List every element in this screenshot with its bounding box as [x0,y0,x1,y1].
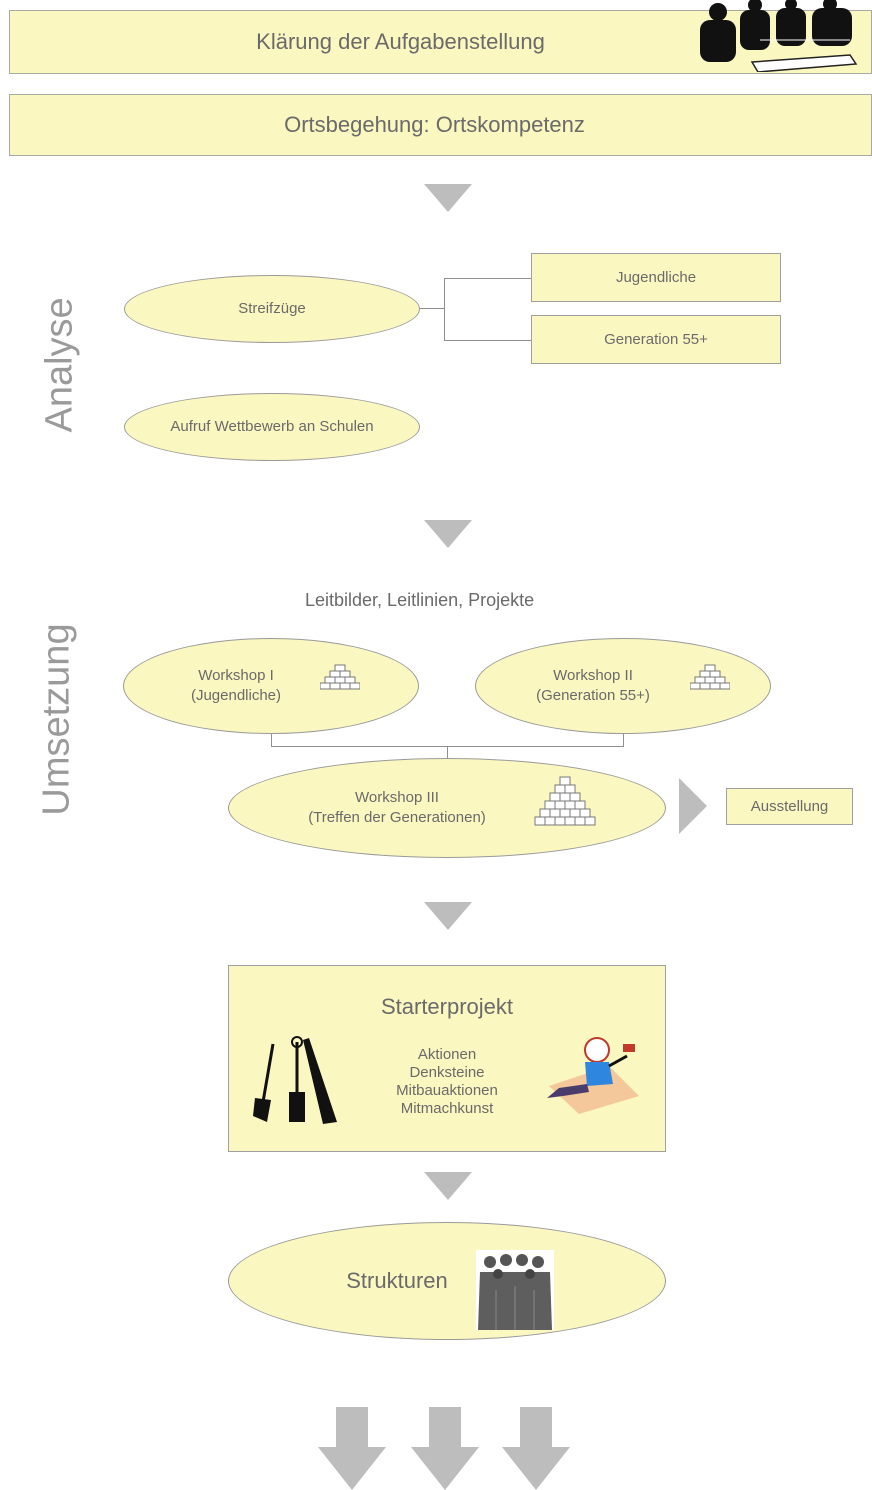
down-arrow-right [502,1407,570,1490]
meeting-people-icon [700,0,858,72]
stone-pyramid-icon-3 [530,776,600,830]
starter-item: Mitmachkunst [400,1100,494,1117]
workshop2-title: Workshop II [553,667,633,684]
jugendliche-label: Jugendliche [615,269,697,286]
generation55-label: Generation 55+ [604,331,708,348]
streifzuege-node: Streifzüge [124,275,420,343]
starter-item: Mitbauaktionen [396,1082,498,1099]
connector-ws2-down [623,734,624,746]
site-visit-bar: Ortsbegehung: Ortskompetenz [9,94,872,156]
down-arrow-1 [424,184,472,212]
stone-pyramid-icon-2 [690,664,730,692]
generation55-box: Generation 55+ [531,315,781,364]
starterprojekt-box: Starterprojekt Aktionen Denksteine Mitba… [228,965,666,1152]
streifzuege-label: Streifzüge [238,300,306,317]
workshop1-title: Workshop I [198,667,274,684]
group-people-icon [476,1250,554,1330]
aufruf-label: Aufruf Wettbewerb an Schulen [170,418,374,435]
tools-icon [251,1034,341,1126]
clarification-label: Klärung der Aufgabenstellung [256,29,545,54]
stone-pyramid-icon-1 [320,664,360,692]
umsetzung-side-label: Umsetzung [35,623,78,816]
umsetzung-heading: Leitbilder, Leitlinien, Projekte [305,590,535,610]
starter-item: Denksteine [409,1064,485,1081]
workshop1-node: Workshop I (Jugendliche) [123,638,419,734]
analyse-side-label: Analyse [38,297,81,433]
ausstellung-label: Ausstellung [750,798,829,815]
site-visit-label: Ortsbegehung: Ortskompetenz [284,112,585,137]
connector-h2 [444,278,531,279]
child-hammer-icon [539,1026,649,1116]
strukturen-node: Strukturen [228,1222,666,1340]
ausstellung-box: Ausstellung [726,788,853,825]
strukturen-label: Strukturen [346,1268,448,1293]
down-arrow-middle [411,1407,479,1490]
connector-h3 [444,340,531,341]
workshop1-subtitle: (Jugendliche) [190,687,282,704]
workshop3-subtitle: (Treffen der Generationen) [308,809,486,826]
aufruf-node: Aufruf Wettbewerb an Schulen [124,393,420,461]
workshop3-node: Workshop III (Treffen der Generationen) [228,758,666,858]
down-arrow-3 [424,902,472,930]
starterprojekt-items: Aktionen Denksteine Mitbauaktionen Mitma… [229,1046,665,1118]
workshop2-node: Workshop II (Generation 55+) [475,638,771,734]
starterprojekt-title: Starterprojekt [380,994,514,1019]
down-arrow-2 [424,520,472,548]
down-arrow-left [318,1407,386,1490]
down-arrow-4 [424,1172,472,1200]
connector-h1 [420,308,444,309]
right-arrow-ausstellung [679,778,707,834]
workshop2-subtitle: (Generation 55+) [536,687,650,704]
connector-ws3-up [447,746,448,758]
connector-v1 [444,278,445,340]
jugendliche-box: Jugendliche [531,253,781,302]
workshop3-title: Workshop III [355,789,439,806]
connector-ws1-down [271,734,272,746]
starter-item: Aktionen [417,1046,477,1063]
